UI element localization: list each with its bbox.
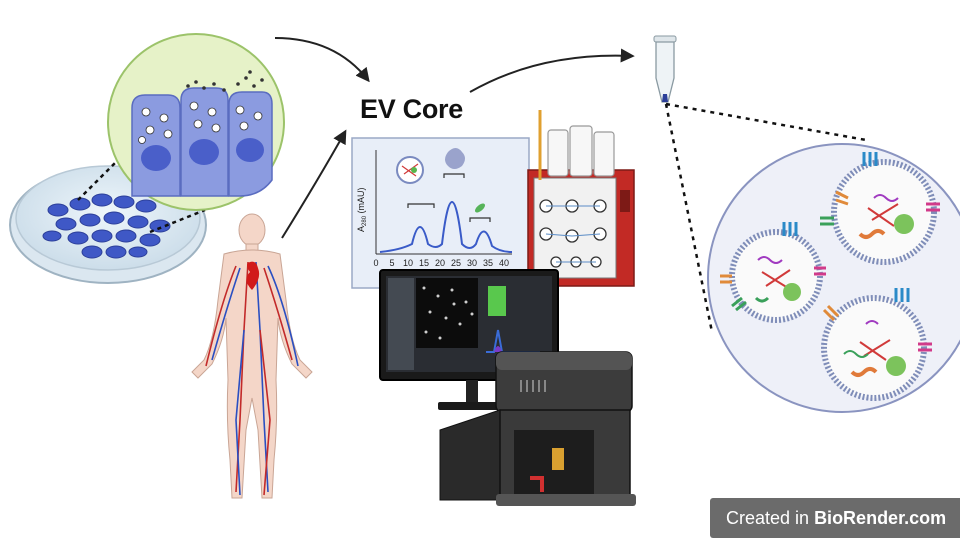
biorender-watermark: Created in BioRender.com [710,498,960,538]
x-tick-label: 0 [373,258,378,268]
x-tick-label: 20 [435,258,445,268]
chromatography-instrument-icon [527,110,635,287]
x-tick-label: 10 [403,258,413,268]
diagram-title: EV Core [360,94,463,124]
flow-arrows [274,37,635,239]
watermark-prefix: Created in [726,508,815,528]
x-tick-label: 40 [499,258,509,268]
tube-zoom-lines [664,102,867,333]
x-tick-label: 5 [389,258,394,268]
flow-cytometer-icon [439,351,636,506]
human-circulatory-body-icon [191,213,313,499]
x-tick-label: 25 [451,258,461,268]
svg-text:A280 (mAU): A280 (mAU) [356,187,368,232]
x-tick-label: 35 [483,258,493,268]
x-tick-label: 15 [419,258,429,268]
watermark-brand: BioRender.com [814,508,947,528]
chromatogram-chart-icon: A280 (mAU) 0 5 10 15 20 25 30 35 40 [351,137,530,289]
x-tick-label: 30 [467,258,477,268]
extracellular-vesicles-icon [707,143,960,413]
microcentrifuge-tube-icon [653,35,677,103]
cell-zoom-icon [107,33,285,211]
